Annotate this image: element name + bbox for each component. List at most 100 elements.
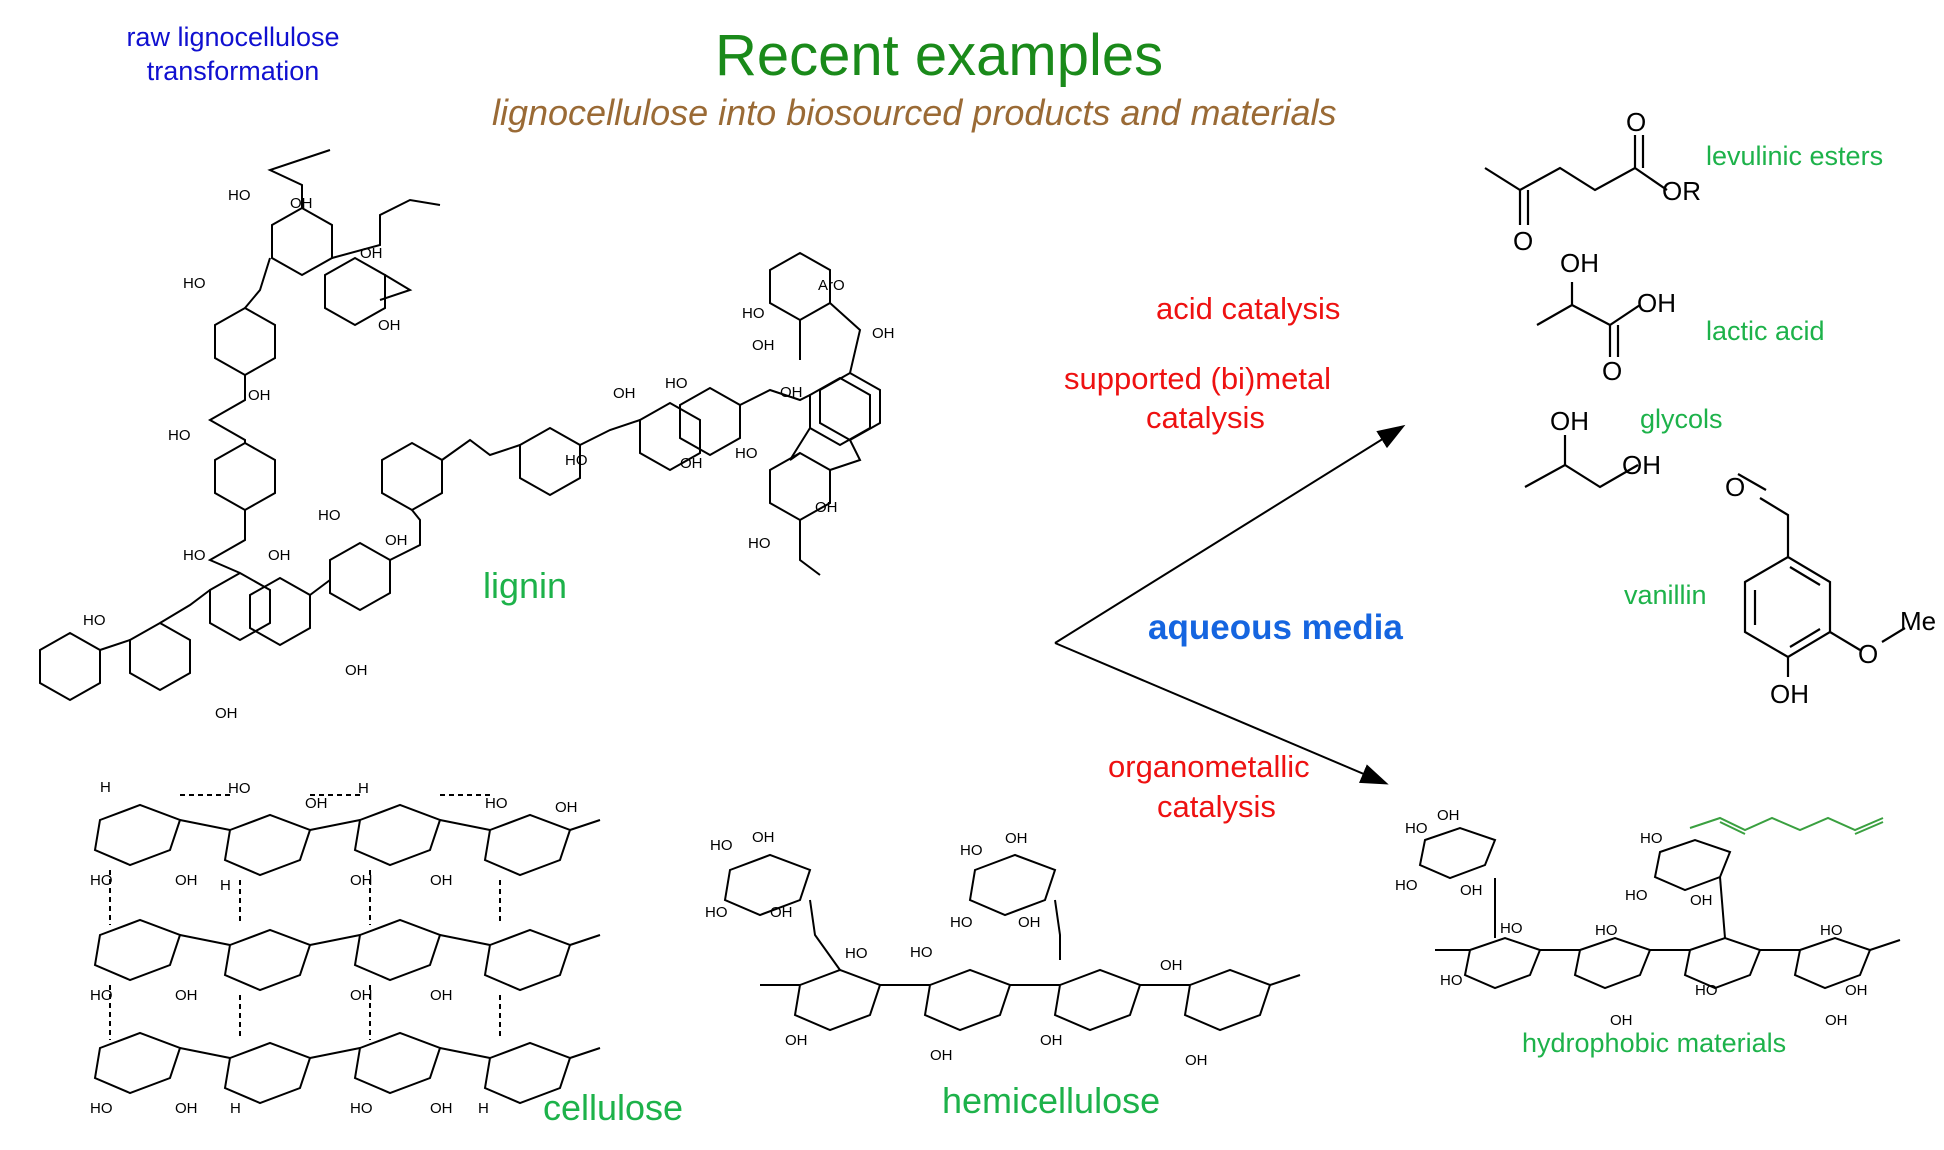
svg-text:OH: OH [555, 799, 578, 816]
supported-catalysis-line1: supported (bi)metal [1064, 361, 1332, 396]
svg-text:HO: HO [960, 842, 983, 859]
hydrophobic-materials-label: hydrophobic materials [1522, 1028, 1787, 1058]
svg-text:HO: HO [748, 535, 771, 552]
svg-text:HO: HO [1625, 887, 1648, 904]
svg-text:HO: HO [228, 780, 251, 797]
levulinic-ester-structure [1484, 135, 1668, 225]
svg-text:HO: HO [350, 1100, 373, 1117]
levulinic-esters-label: levulinic esters [1706, 141, 1884, 171]
svg-text:OH: OH [752, 337, 775, 354]
svg-text:OH: OH [268, 547, 291, 564]
svg-text:OH: OH [215, 705, 238, 722]
svg-text:HO: HO [1595, 922, 1618, 939]
arrow-to-small-molecules [1054, 424, 1406, 644]
svg-text:H: H [478, 1100, 489, 1117]
svg-text:HO: HO [83, 612, 106, 629]
svg-text:HO: HO [90, 1100, 113, 1117]
corner-note: raw lignocellulose transformation [126, 22, 340, 86]
lactic-acid-label: lactic acid [1706, 316, 1825, 346]
svg-text:OH: OH [752, 829, 775, 846]
svg-text:HO: HO [1820, 922, 1843, 939]
svg-text:OH: OH [1437, 807, 1460, 824]
svg-text:OH: OH [430, 1100, 453, 1117]
svg-text:OH: OH [175, 872, 198, 889]
svg-text:O: O [1513, 226, 1533, 256]
svg-text:OH: OH [430, 987, 453, 1004]
svg-text:OH: OH [1825, 1012, 1848, 1029]
svg-text:OH: OH [305, 795, 328, 812]
hydrophobic-material-structure [1418, 826, 1901, 990]
cellulose-chain-3 [93, 1031, 601, 1105]
svg-text:HO: HO [845, 945, 868, 962]
svg-text:HO: HO [1440, 972, 1463, 989]
hemicellulose-structure [723, 853, 1301, 1032]
svg-text:HO: HO [950, 914, 973, 931]
svg-text:OH: OH [345, 662, 368, 679]
svg-text:O: O [1602, 356, 1622, 386]
svg-text:OH: OH [1040, 1032, 1063, 1049]
svg-text:OH: OH [1845, 982, 1868, 999]
svg-text:OH: OH [385, 532, 408, 549]
svg-text:HO: HO [710, 837, 733, 854]
lignin-label: lignin [483, 565, 568, 606]
svg-text:OH: OH [360, 245, 383, 262]
svg-text:OH: OH [872, 325, 895, 342]
glycol-structure [1524, 435, 1639, 489]
svg-text:OH: OH [378, 317, 401, 334]
svg-text:OH: OH [175, 1100, 198, 1117]
svg-text:OH: OH [780, 384, 803, 401]
page-subtitle: lignocellulose into biosourced products … [492, 92, 1337, 133]
svg-text:HO: HO [1640, 830, 1663, 847]
svg-text:HO: HO [168, 427, 191, 444]
svg-text:HO: HO [565, 452, 588, 469]
glycols-label: glycols [1640, 404, 1723, 434]
svg-text:H: H [220, 877, 231, 894]
svg-text:OR: OR [1662, 176, 1701, 206]
svg-text:HO: HO [1395, 877, 1418, 894]
svg-text:H: H [100, 779, 111, 796]
organometallic-line2: catalysis [1157, 789, 1276, 824]
svg-text:HO: HO [665, 375, 688, 392]
lignin-structure [39, 149, 881, 702]
svg-text:HO: HO [1500, 920, 1523, 937]
lactic-acid-atoms: OH OH O [1560, 248, 1676, 386]
svg-text:HO: HO [485, 795, 508, 812]
levulinic-ester-atoms: O OR O [1513, 107, 1701, 256]
lignin-atom-labels: HO OH OH OH HO OH HO HO OH HO OH OH HO O… [83, 187, 895, 722]
hydrophobic-atom-labels: HO OH HO OH HO HO OH HO HO HO OH HO HO O… [1395, 807, 1868, 1029]
svg-text:OH: OH [175, 987, 198, 1004]
svg-text:HO: HO [910, 944, 933, 961]
cellulose-chain-1 [93, 803, 601, 877]
svg-text:ArO: ArO [818, 277, 845, 294]
svg-text:OH: OH [785, 1032, 808, 1049]
svg-text:HO: HO [735, 445, 758, 462]
svg-text:OH: OH [1460, 882, 1483, 899]
svg-text:OH: OH [430, 872, 453, 889]
vanillin-structure [1737, 473, 1906, 677]
aqueous-media-label: aqueous media [1148, 608, 1403, 647]
svg-text:OH: OH [930, 1047, 953, 1064]
svg-text:O: O [1626, 107, 1646, 137]
svg-text:OH: OH [613, 385, 636, 402]
svg-text:OH: OH [1637, 288, 1676, 318]
cellulose-label: cellulose [543, 1087, 684, 1128]
hydrophobic-chain [1689, 816, 1884, 835]
cellulose-atom-labels: H HO OH H HO OH HO OH H OH OH HO OH OH O… [90, 779, 578, 1117]
svg-text:HO: HO [318, 507, 341, 524]
supported-catalysis-line2: catalysis [1146, 400, 1265, 435]
svg-text:HO: HO [228, 187, 251, 204]
svg-text:H: H [358, 780, 369, 797]
hemicellulose-atom-labels: HO OH HO OH HO OH HO OH OH HO HO OH OH O… [705, 829, 1208, 1069]
glycol-atoms: OH OH [1550, 406, 1661, 480]
svg-text:OH: OH [350, 872, 373, 889]
svg-text:OH: OH [770, 904, 793, 921]
svg-text:H: H [230, 1100, 241, 1117]
svg-text:OH: OH [1622, 450, 1661, 480]
svg-text:OH: OH [1690, 892, 1713, 909]
page-title: Recent examples [715, 23, 1164, 88]
svg-text:O: O [1725, 472, 1745, 502]
organometallic-line1: organometallic [1108, 749, 1310, 784]
svg-text:HO: HO [1405, 820, 1428, 837]
svg-text:OH: OH [290, 195, 313, 212]
svg-text:OH: OH [815, 499, 838, 516]
